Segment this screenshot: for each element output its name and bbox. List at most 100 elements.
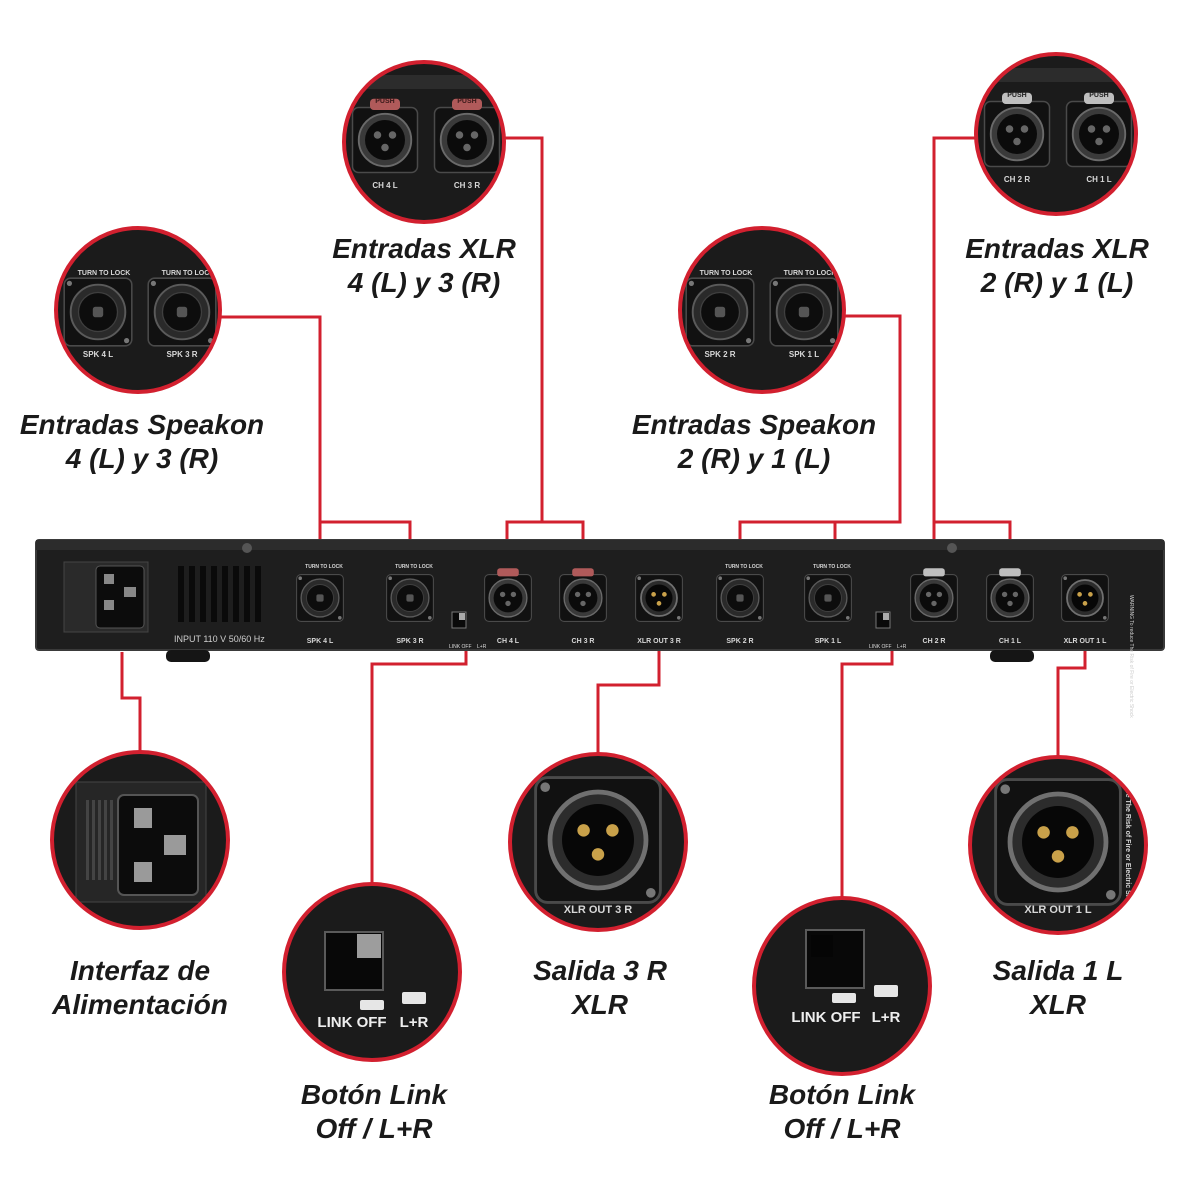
push-tab[interactable]: [452, 98, 482, 110]
vent-slot: [178, 566, 184, 622]
pin-icon: [134, 808, 152, 828]
warning-label: WARNING To reduce The Risk of Fire or El…: [1128, 595, 1134, 718]
zoom-ring: [342, 60, 506, 224]
zoom-link2-off-label: LINK OFF: [791, 1009, 860, 1026]
link-switch-2-label: LINK OFF: [869, 644, 892, 650]
zoom-link1-lr-label: L+R: [400, 1014, 429, 1031]
zoom-power: [50, 750, 230, 930]
zoom-xlr43-tag-ch4: PUSH: [375, 98, 394, 105]
zoom-out1l-label: XLR OUT 1 L: [1024, 904, 1092, 916]
zoom-spk43-tag-spk4: TURN TO LOCK: [78, 270, 131, 277]
vent-slot: [255, 566, 261, 622]
zoom-out3r-label: XLR OUT 3 R: [564, 904, 633, 916]
zoom-ring: [54, 226, 222, 394]
connector-out3[interactable]: XLR OUT 3 R: [635, 574, 683, 645]
zoom-spk21-tag-spk2: TURN TO LOCK: [700, 270, 753, 277]
zoom-xlr21: CH 2 R CH 1 L PUSH PUSH: [974, 52, 1138, 216]
connector-out1-label: XLR OUT 1 L: [1064, 638, 1108, 645]
push-tab[interactable]: [923, 568, 945, 577]
zoom-xlr21-label-ch1: CH 1 L: [1086, 175, 1111, 184]
leader-xlr43: [500, 136, 585, 556]
rear-panel: INPUT 110 V 50/60 Hz LINK OFF L+R LINK O…: [35, 539, 1165, 718]
link-switch-1-label: LINK OFF: [449, 644, 472, 650]
foot-left: [166, 650, 210, 662]
push-tab[interactable]: [497, 568, 519, 577]
connector-spk2-tag: TURN TO LOCK: [725, 564, 763, 570]
vent-slot: [222, 566, 228, 622]
connector-ch1-label: CH 1 L: [999, 638, 1022, 645]
leader-out1l: [1056, 650, 1087, 757]
connector-out1[interactable]: XLR OUT 1 L: [1061, 574, 1109, 645]
link-switch-2[interactable]: LINK OFF L+R: [869, 611, 907, 650]
screw-icon: [242, 543, 252, 553]
connector-spk4-label: SPK 4 L: [307, 638, 334, 645]
zoom-spk21-label-spk1: SPK 1 L: [789, 350, 819, 359]
connector-spk3-label: SPK 3 R: [396, 638, 423, 645]
zoom-xlr21-label-ch2: CH 2 R: [1004, 175, 1030, 184]
leader-link2: [840, 634, 894, 898]
panel-top-edge: [36, 540, 1164, 550]
pin-icon: [134, 862, 152, 882]
zoom-xlr43-label-ch3: CH 3 R: [454, 181, 480, 190]
zoom-spk21-label-spk2: SPK 2 R: [704, 350, 735, 359]
vent-slot: [244, 566, 250, 622]
connector-spk2-label: SPK 2 R: [726, 638, 753, 645]
leader-power: [120, 652, 142, 752]
vent-slot: [211, 566, 217, 622]
zoom-spk21-tag-spk1: TURN TO LOCK: [784, 270, 837, 277]
zoom-out3r: XLR OUT 3 R: [508, 752, 688, 932]
connector-ch2[interactable]: CH 2 R: [910, 568, 958, 645]
push-tab[interactable]: [1084, 92, 1114, 104]
connector-ch3[interactable]: CH 3 R: [559, 568, 607, 645]
connector-ch3-label: CH 3 R: [572, 638, 595, 645]
vent-slot: [189, 566, 195, 622]
connector-spk2[interactable]: SPK 2 R TURN TO LOCK: [716, 564, 764, 645]
connector-ch2-label: CH 2 R: [923, 638, 946, 645]
connector-ch1[interactable]: CH 1 L: [986, 568, 1034, 645]
foot-right: [990, 650, 1034, 662]
vent-slot: [200, 566, 206, 622]
screw-icon: [947, 543, 957, 553]
zoom-ring: [752, 896, 932, 1076]
zoom-xlr21-tag-ch1: PUSH: [1089, 92, 1108, 99]
push-tab[interactable]: [572, 568, 594, 577]
zoom-ring: [50, 750, 230, 930]
zoom-xlr21-tag-ch2: PUSH: [1007, 92, 1026, 99]
vent-slot: [233, 566, 239, 622]
zoom-ring: [508, 752, 688, 932]
leader-out3r: [596, 650, 661, 754]
push-tab[interactable]: [999, 568, 1021, 577]
pin-icon: [164, 835, 186, 855]
zoom-ring: [282, 882, 462, 1062]
link-switch-1[interactable]: LINK OFF L+R: [449, 611, 487, 650]
link-switch-1-lr: L+R: [477, 644, 487, 650]
leader-xlr21: [932, 136, 1012, 556]
zoom-xlr43-tag-ch3: PUSH: [457, 98, 476, 105]
connector-ch4-label: CH 4 L: [497, 638, 520, 645]
push-tab[interactable]: [370, 98, 400, 110]
input-voltage-label: INPUT 110 V 50/60 Hz: [174, 634, 265, 644]
connector-spk1-label: SPK 1 L: [815, 638, 842, 645]
connector-ch4[interactable]: CH 4 L: [484, 568, 532, 645]
zoom-spk43-tag-spk3: TURN TO LOCK: [162, 270, 215, 277]
iec-power-inlet: [63, 561, 149, 633]
connector-out3-label: XLR OUT 3 R: [637, 638, 681, 645]
push-tab[interactable]: [1002, 92, 1032, 104]
leader-link1: [370, 634, 468, 884]
zoom-ring: [678, 226, 846, 394]
zoom-ring: [968, 755, 1148, 935]
